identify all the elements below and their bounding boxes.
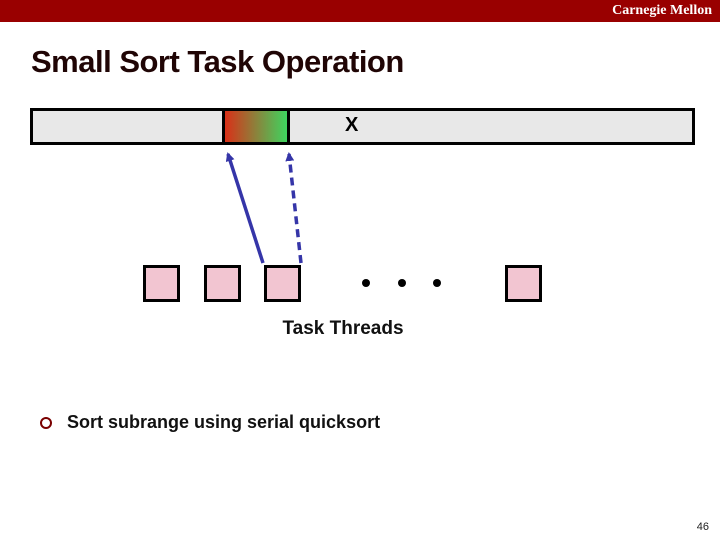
page-title: Small Sort Task Operation <box>31 44 404 79</box>
ellipsis-dot <box>433 279 441 287</box>
dashed-arrow <box>285 152 303 264</box>
ellipsis-dot <box>398 279 406 287</box>
task-threads-label: Task Threads <box>282 318 404 339</box>
solid-arrow <box>225 152 265 264</box>
task-thread-square <box>143 265 180 302</box>
task-thread-square <box>505 265 542 302</box>
page-number: 46 <box>696 521 709 533</box>
bullet-item: Sort subrange using serial quicksort <box>40 412 380 433</box>
ellipsis-dot <box>362 279 370 287</box>
subrange-gradient-segment <box>222 111 290 142</box>
array-bar: X <box>30 108 695 145</box>
array-x-label: X <box>345 114 359 136</box>
brand-carnegie-mellon: Carnegie Mellon <box>612 3 712 18</box>
header-bar: Carnegie Mellon <box>0 0 720 22</box>
task-thread-square <box>264 265 301 302</box>
bullet-text: Sort subrange using serial quicksort <box>67 412 381 432</box>
bullet-circle-icon <box>40 416 52 429</box>
task-thread-square <box>204 265 241 302</box>
